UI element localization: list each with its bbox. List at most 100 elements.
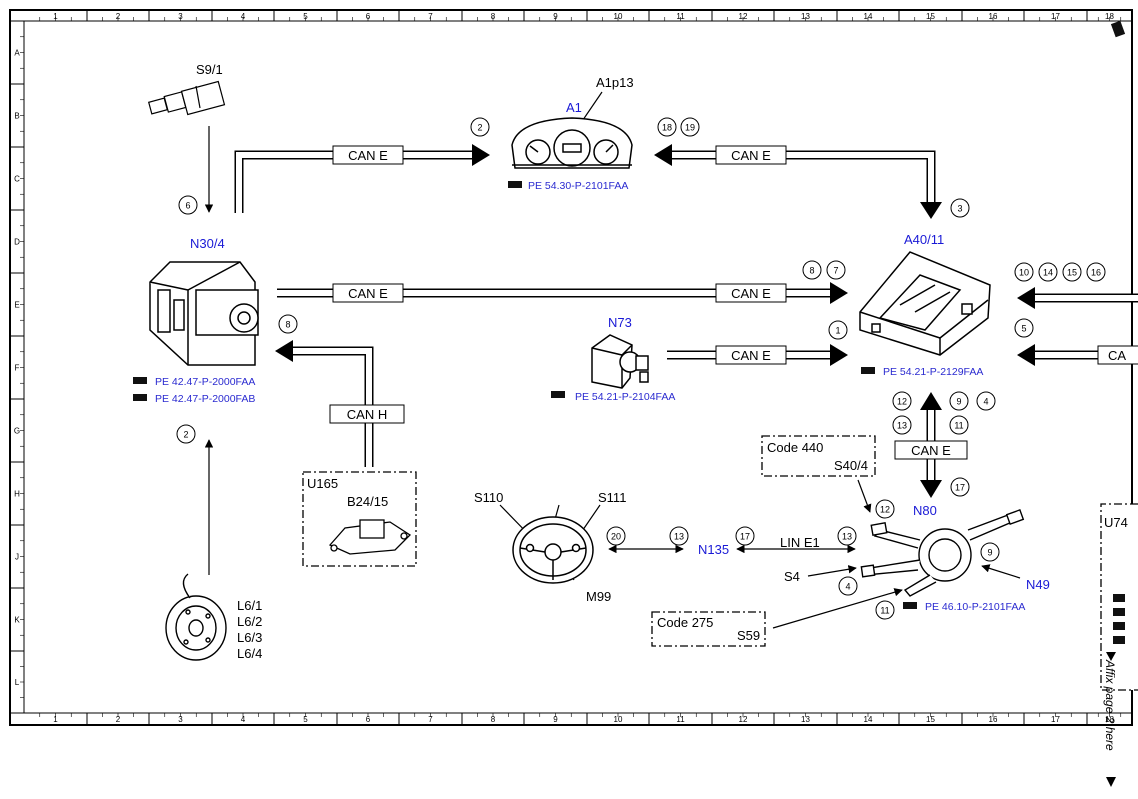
svg-text:19: 19 [685, 123, 695, 133]
marker-m13c: 13 [837, 526, 857, 546]
svg-text:1: 1 [835, 326, 840, 336]
svg-text:Code 440: Code 440 [767, 440, 823, 455]
column-number-bottom: 8 [491, 715, 496, 724]
column-number-top: 9 [553, 12, 558, 21]
book-icon [133, 394, 147, 401]
ref-n30-4-b[interactable]: PE 42.47-P-2000FAB [133, 393, 255, 405]
a40-11-label: A40/11 [904, 232, 944, 247]
marker-m9a: 9 [949, 391, 969, 411]
svg-text:6: 6 [185, 201, 190, 211]
bus-label-n80: CAN E [894, 440, 968, 460]
s111-label: S111 [598, 490, 626, 505]
svg-text:2: 2 [183, 430, 188, 440]
row-letter: G [14, 427, 20, 436]
row-letter: C [14, 175, 20, 184]
book-icon [861, 367, 875, 374]
steering-column-n80-icon [860, 509, 1025, 597]
lin-e1-label: LIN E1 [780, 535, 820, 550]
column-number-top: 7 [428, 12, 433, 21]
n49-label: N49 [1026, 577, 1050, 592]
column-number-top: 12 [739, 12, 748, 21]
marker-m13b: 13 [669, 526, 689, 546]
bus-label-n30-right: CAN E [715, 283, 787, 303]
sensor-b24-15-icon [328, 519, 412, 555]
column-number-bottom: 6 [366, 715, 371, 724]
column-number-top: 14 [864, 12, 873, 21]
s9-1-label: S9/1 [196, 62, 223, 77]
book-icon [508, 181, 522, 188]
bus-label-n73: CAN E [715, 345, 787, 365]
marker-m13a: 13 [892, 415, 912, 435]
ref-n73[interactable]: PE 54.21-P-2104FAA [551, 391, 675, 403]
ref-n30-4-a[interactable]: PE 42.47-P-2000FAA [133, 376, 255, 388]
instrument-cluster-a1-icon [511, 117, 633, 169]
bus-label-right-partial: CA [1097, 345, 1138, 365]
column-number-bottom: 17 [1051, 715, 1060, 724]
svg-text:8: 8 [809, 266, 814, 276]
column-number-bottom: 9 [553, 715, 558, 724]
marker-m11a: 11 [949, 415, 969, 435]
column-number-top: 16 [989, 12, 998, 21]
column-number-top: 4 [241, 12, 246, 21]
marker-m15: 15 [1062, 262, 1082, 282]
svg-text:U74: U74 [1104, 515, 1128, 530]
svg-text:PE 42.47-P-2000FAA: PE 42.47-P-2000FAA [155, 376, 255, 388]
column-number-bottom: 15 [926, 715, 935, 724]
row-letter: A [14, 49, 20, 58]
marker-m2a: 2 [470, 117, 490, 137]
l6-4-label: L6/4 [237, 646, 262, 661]
row-letter: F [15, 364, 20, 373]
control-unit-n30-4-icon [149, 261, 259, 366]
n135-label: N135 [698, 542, 729, 557]
svg-text:CAN E: CAN E [348, 148, 388, 163]
column-number-top: 2 [116, 12, 121, 21]
column-number-top: 11 [676, 12, 685, 21]
column-number-bottom: 14 [864, 715, 873, 724]
svg-text:PE 54.21-P-2129FAA: PE 54.21-P-2129FAA [883, 366, 983, 378]
marker-m6: 6 [178, 195, 198, 215]
svg-text:18: 18 [662, 123, 672, 133]
column-number-bottom: 13 [801, 715, 810, 724]
svg-text:12: 12 [897, 397, 907, 407]
svg-text:9: 9 [987, 548, 992, 558]
svg-text:CAN E: CAN E [348, 286, 388, 301]
svg-text:CA: CA [1108, 348, 1126, 363]
column-number-bottom: 10 [614, 715, 623, 724]
n73-label: N73 [608, 315, 632, 330]
svg-text:CAN E: CAN E [731, 286, 771, 301]
affix-arrow-icon [1106, 777, 1116, 787]
ref-a40-11[interactable]: PE 54.21-P-2129FAA [861, 366, 983, 378]
column-number-top: 13 [801, 12, 810, 21]
row-letter: H [14, 490, 20, 499]
column-number-top: 10 [614, 12, 623, 21]
marker-m20: 20 [606, 526, 626, 546]
ref-a1[interactable]: PE 54.30-P-2101FAA [508, 180, 628, 192]
marker-m18: 18 [657, 117, 677, 137]
row-letter: B [14, 112, 19, 121]
svg-text:4: 4 [983, 397, 988, 407]
u74-box: U74 [1100, 503, 1138, 691]
marker-m9b: 9 [980, 542, 1000, 562]
book-icon [133, 377, 147, 384]
column-number-top: 6 [366, 12, 371, 21]
book-icon [903, 602, 917, 609]
svg-text:9: 9 [956, 397, 961, 407]
svg-text:3: 3 [957, 204, 962, 214]
svg-text:CAN E: CAN E [731, 148, 771, 163]
affix-note: Affix page 2 here [1103, 659, 1117, 751]
column-number-top: 8 [491, 12, 496, 21]
m99-label: M99 [586, 589, 611, 604]
svg-text:12: 12 [880, 505, 890, 515]
column-number-bottom: 18 [1105, 715, 1114, 724]
column-number-top: 5 [303, 12, 308, 21]
marker-m14: 14 [1038, 262, 1058, 282]
l6-3-label: L6/3 [237, 630, 262, 645]
column-number-bottom: 2 [116, 715, 121, 724]
svg-text:B24/15: B24/15 [347, 494, 388, 509]
marker-m17a: 17 [950, 477, 970, 497]
n30-4-label: N30/4 [190, 236, 225, 251]
ref-n80[interactable]: PE 46.10-P-2101FAA [903, 601, 1025, 613]
row-letter: J [15, 553, 19, 562]
